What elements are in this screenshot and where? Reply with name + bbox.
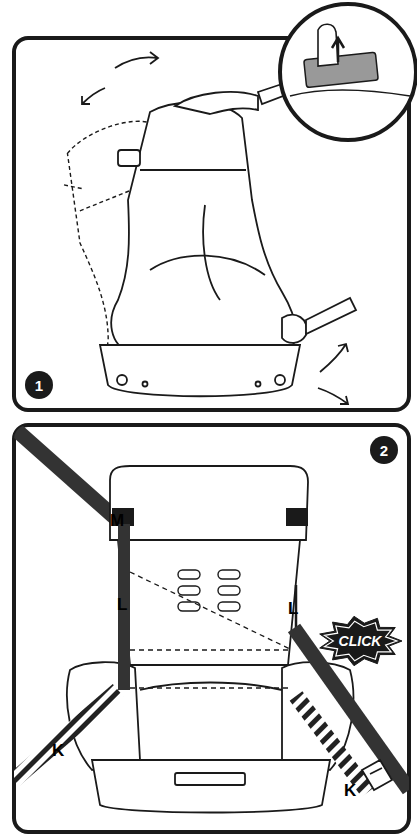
seat-base bbox=[100, 345, 300, 396]
part-letter: K bbox=[52, 742, 64, 759]
lap-belt-left bbox=[14, 690, 118, 780]
part-letter: L bbox=[288, 600, 298, 617]
seat-slots bbox=[178, 570, 240, 611]
callout-circle bbox=[25, 371, 53, 399]
shoulder-belt bbox=[14, 428, 122, 524]
callout-number: 2 bbox=[370, 436, 398, 464]
belt-path-dashed bbox=[130, 572, 292, 688]
callout-number: 1 bbox=[25, 371, 53, 399]
step-number: 1 bbox=[25, 371, 53, 399]
part-letter: L bbox=[117, 596, 127, 613]
click-burst: CLICK bbox=[318, 616, 402, 666]
part-letter: K bbox=[344, 782, 356, 799]
buckle bbox=[362, 760, 392, 790]
step-number: 2 bbox=[370, 436, 398, 464]
seat-front-group bbox=[14, 428, 409, 813]
sound-word: CLICK bbox=[318, 616, 402, 666]
callout-circle bbox=[370, 436, 398, 464]
part-letter: M bbox=[110, 512, 124, 529]
belt-guides bbox=[112, 508, 308, 690]
panel-frame bbox=[14, 425, 409, 832]
car-seat-side bbox=[111, 103, 296, 352]
detail-magnifier bbox=[280, 4, 416, 140]
lap-belt-right bbox=[296, 696, 368, 792]
